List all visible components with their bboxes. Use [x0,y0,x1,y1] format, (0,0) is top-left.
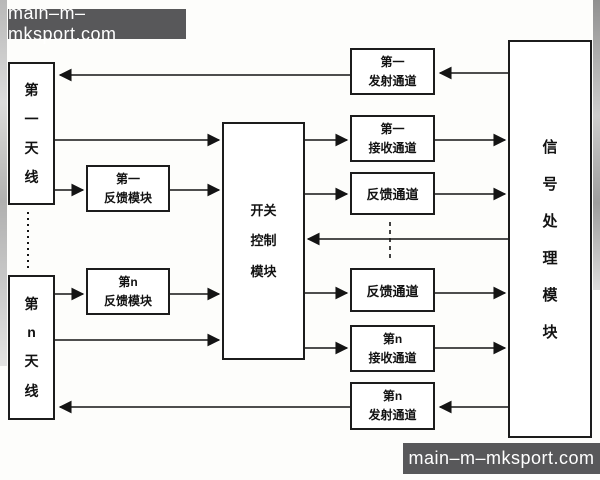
rx-channel-n-line1: 第n [382,331,403,346]
rx-channel-1-line1: 第一 [380,121,405,136]
feedback-channel-1-label: 反馈通道 [366,187,419,202]
feedback-module-1-label: 第一 反馈模块 [104,170,152,207]
tx-channel-n-line1: 第n [382,389,403,404]
switch-control-line3: 模块 [250,263,277,279]
rx-channel-1-box: 第一 接收通道 [350,115,435,162]
switch-control-label: 开关 控制 模块 [250,203,276,280]
feedback-channel-1-box: 反馈通道 [350,172,435,215]
signal-processing-label: 信号处理模块 [542,139,558,341]
rx-channel-1-line2: 接收通道 [368,140,417,155]
feedback-module-1-line2: 反馈模块 [103,190,152,205]
antenna-1-label: 第一天线 [24,82,39,185]
tx-channel-1-label: 第一 发射通道 [368,53,416,90]
feedback-channel-n-label: 反馈通道 [366,283,419,299]
feedback-module-n-line2: 反馈模块 [103,293,152,308]
rx-channel-1-label: 第一 接收通道 [368,120,416,157]
feedback-channel-n-box: 反馈通道 [350,268,435,312]
tx-channel-n-label: 第n 发射通道 [368,387,416,424]
switch-control-line1: 开关 [250,202,277,218]
feedback-module-n-line1: 第n [118,274,138,289]
tx-channel-n-line2: 发射通道 [368,408,417,422]
feedback-module-n-box: 第n 反馈模块 [86,268,170,315]
switch-control-line2: 控制 [250,233,277,249]
feedback-module-1-line1: 第一 [115,171,140,186]
scan-artifact-left [0,0,7,366]
tx-channel-1-box: 第一 发射通道 [350,48,435,95]
feedback-module-n-label: 第n 反馈模块 [104,273,152,310]
watermark-top-left: main–m–mksport.com [8,3,186,44]
scan-artifact-right [593,0,600,290]
watermark-bottom-right: main–m–mksport.com [403,443,600,474]
tx-channel-1-line2: 发射通道 [368,73,417,88]
switch-control-box: 开关 控制 模块 [222,122,305,360]
rx-channel-n-line2: 接收通道 [368,350,417,365]
signal-processing-box: 信号处理模块 [508,40,592,438]
rx-channel-n-label: 第n 接收通道 [368,330,416,367]
feedback-module-1-box: 第一 反馈模块 [86,165,170,212]
antenna-1-box: 第一天线 [8,62,55,205]
rx-channel-n-box: 第n 接收通道 [350,325,435,372]
tx-channel-1-line1: 第一 [380,54,405,69]
tx-channel-n-box: 第n 发射通道 [350,382,435,430]
